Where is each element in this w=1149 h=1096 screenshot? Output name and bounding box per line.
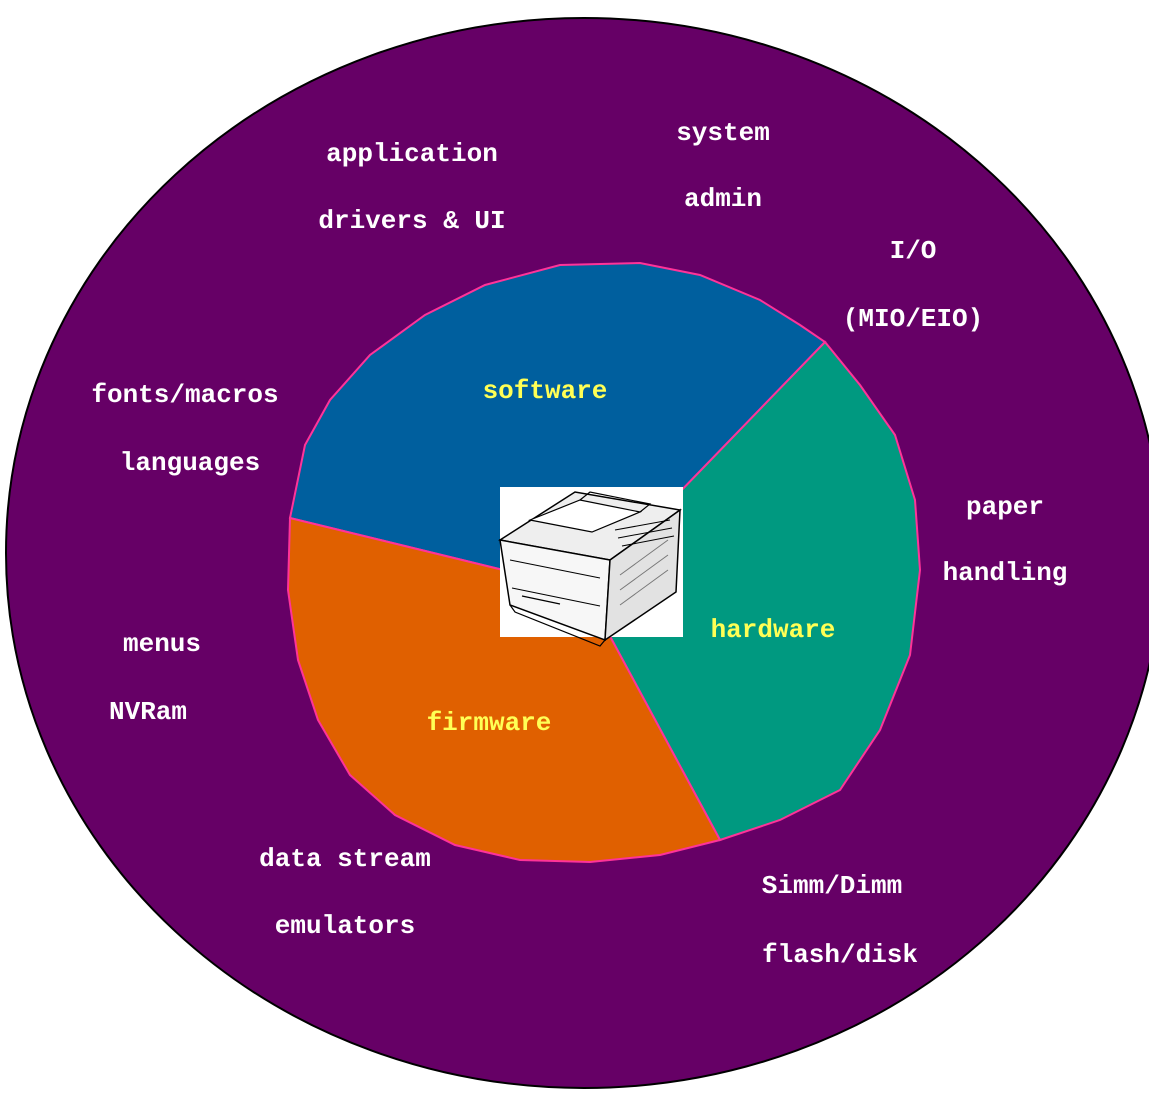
firmware-segment bbox=[286, 516, 722, 864]
label-fonts-macros: fonts/macros bbox=[91, 380, 278, 410]
printer-icon bbox=[497, 487, 683, 647]
label-io: I/O bbox=[890, 236, 937, 266]
label-handling: handling bbox=[943, 558, 1068, 588]
segment-label-hardware: hardware bbox=[711, 615, 836, 645]
segment-label-firmware: firmware bbox=[427, 708, 552, 738]
label-system: system bbox=[676, 118, 770, 148]
label-languages: languages bbox=[120, 448, 260, 478]
label-data-stream: data stream bbox=[259, 844, 431, 874]
label-menus: menus bbox=[123, 629, 201, 659]
label-paper: paper bbox=[966, 492, 1044, 522]
label-simm-dimm: Simm/Dimm bbox=[762, 871, 902, 901]
label-flash-disk: flash/disk bbox=[762, 940, 918, 970]
label-application: application bbox=[326, 139, 498, 169]
software-segment bbox=[288, 261, 827, 592]
segment-label-software: software bbox=[483, 376, 608, 406]
label-nvram: NVRam bbox=[109, 697, 187, 727]
label-mio-eio: (MIO/EIO) bbox=[843, 304, 983, 334]
label-admin: admin bbox=[684, 184, 762, 214]
label-emulators: emulators bbox=[275, 911, 415, 941]
label-drivers-ui: drivers & UI bbox=[318, 206, 505, 236]
